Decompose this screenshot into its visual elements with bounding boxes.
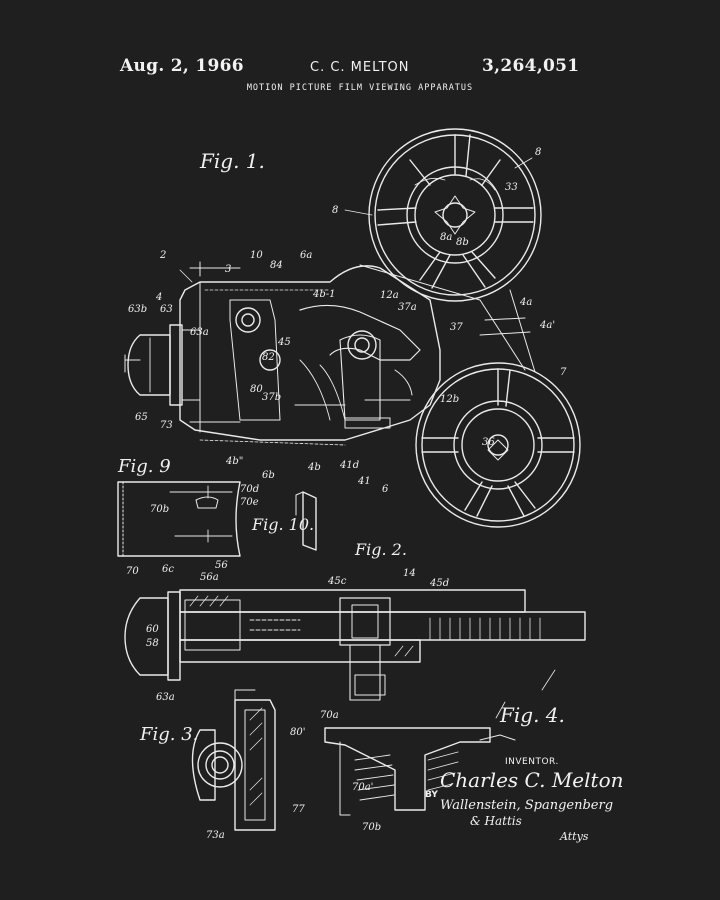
- ref-6b: 6b: [262, 470, 275, 481]
- viewer-body: [179, 265, 441, 446]
- upper-reel: [368, 128, 542, 302]
- lower-reel: [415, 362, 581, 528]
- ref-4b-1: 4b-1: [312, 289, 336, 300]
- leader-lines: [179, 157, 556, 719]
- ref-6a: 6a: [300, 250, 312, 261]
- ref-4b-double: 4b": [225, 456, 243, 467]
- ref-58: 58: [146, 638, 159, 649]
- ref-8a: 8a: [440, 232, 452, 243]
- ref-4b: 4b: [307, 462, 321, 473]
- ref-60: 60: [146, 624, 159, 635]
- patent-number: 3,264,051: [482, 56, 580, 76]
- ref-84: 84: [270, 260, 283, 271]
- ref-41: 41: [357, 476, 371, 487]
- ref-8b: 8b: [456, 237, 469, 248]
- ref-70e: 70e: [240, 497, 259, 508]
- attys-label: Attys: [560, 830, 589, 843]
- ref-70a: 70a: [320, 710, 339, 721]
- inventor-short-name: C. C. MELTON: [310, 60, 410, 75]
- ref-82: 82: [262, 352, 275, 363]
- ref-8: 8: [535, 147, 541, 158]
- fig10-label: Fig. 10.: [251, 515, 314, 534]
- by-label: BY: [425, 790, 438, 800]
- ref-70b: 70b: [150, 504, 169, 515]
- ref-2: 2: [159, 250, 166, 261]
- fig10-drawing: [295, 491, 317, 551]
- ref-10: 10: [250, 250, 263, 261]
- ref-7: 7: [560, 367, 567, 378]
- fig1-drawing: [124, 128, 581, 528]
- fig9-drawing: [117, 481, 241, 557]
- ref-45c: 45c: [327, 576, 347, 587]
- inventor-label: INVENTOR.: [505, 757, 559, 767]
- ref-56: 56: [215, 560, 228, 571]
- inventor-signature: Charles C. Melton: [440, 768, 624, 792]
- ref-3: 3: [225, 264, 231, 275]
- fig2-drawing: [124, 589, 586, 701]
- fig9-label: Fig. 9: [117, 456, 171, 477]
- ref-80: 80: [250, 384, 263, 395]
- patent-date: Aug. 2, 1966: [120, 56, 244, 76]
- ref-77: 77: [292, 804, 305, 815]
- ref-14: 14: [403, 568, 416, 579]
- patent-title: MOTION PICTURE FILM VIEWING APPARATUS: [246, 83, 474, 93]
- ref-63a: 63a: [190, 327, 209, 338]
- fig3-label: Fig. 3.: [139, 724, 198, 745]
- ref-70: 70: [126, 566, 139, 577]
- ref-63: 63: [160, 304, 173, 315]
- attorney-signature-line1: Wallenstein, Spangenberg: [440, 798, 614, 813]
- ref-65: 65: [135, 412, 148, 423]
- ref-56a: 56a: [200, 572, 219, 583]
- ref-37b: 37b: [262, 392, 281, 403]
- ref-70a-prime: 70a': [352, 782, 373, 793]
- ref-37: 37: [450, 322, 463, 333]
- fig4-drawing: [324, 727, 516, 816]
- ref-4a-prime: 4a': [539, 320, 555, 331]
- ref-63b: 63b: [128, 304, 147, 315]
- fig3-drawing: [191, 689, 276, 831]
- fig4-threads: [354, 751, 459, 801]
- ref-70d: 70d: [240, 484, 259, 495]
- ref-80-prime: 80': [290, 727, 305, 738]
- ref-73: 73: [160, 420, 173, 431]
- ref-12a: 12a: [380, 290, 399, 301]
- ref-73a: 73a: [206, 830, 225, 841]
- ref-37a: 37a: [398, 302, 417, 313]
- ref-12b: 12b: [440, 394, 459, 405]
- fig4-label: Fig. 4.: [499, 703, 565, 727]
- ref-4: 4: [155, 292, 162, 303]
- ref-6: 6: [382, 484, 389, 495]
- ref-63a-fig2: 63a: [156, 692, 175, 703]
- gear-teeth: [429, 617, 541, 641]
- fig2-label: Fig. 2.: [354, 540, 407, 559]
- attorney-signature-line2: & Hattis: [470, 814, 522, 828]
- ref-33: 33: [505, 182, 518, 193]
- ref-8: 8: [332, 205, 338, 216]
- eyepiece: [127, 324, 201, 406]
- fig1-label: Fig. 1.: [199, 149, 265, 173]
- ref-4a: 4a: [519, 297, 532, 308]
- ref-45d: 45d: [429, 578, 449, 589]
- ref-6c: 6c: [162, 564, 174, 575]
- section-lines: [124, 261, 411, 433]
- ref-45: 45: [277, 337, 291, 348]
- ref-41d: 41d: [339, 460, 359, 471]
- hatching: [189, 595, 414, 657]
- ref-70b-fig4: 70b: [362, 822, 381, 833]
- fig3-hatching: [249, 707, 263, 806]
- ref-36: 36: [482, 437, 495, 448]
